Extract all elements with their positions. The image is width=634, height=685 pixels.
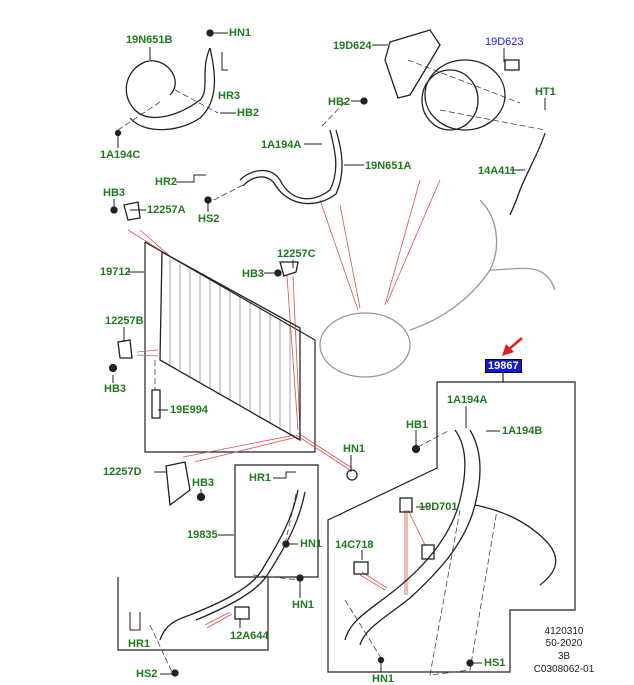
callout-ht1[interactable]: HT1 — [535, 86, 556, 98]
bracket-12257d — [165, 461, 191, 507]
hose-19n651b — [125, 47, 216, 131]
red-arrow-icon — [502, 337, 523, 356]
callout-hb2[interactable]: HB2 — [237, 107, 260, 119]
callout-1a194a[interactable]: 1A194A — [261, 139, 302, 151]
pipe-assembly-19867 — [344, 429, 557, 646]
callout-hn1-b2[interactable]: HN1 — [292, 599, 315, 611]
bracket-12257a — [123, 201, 141, 221]
sensor-19d701-b — [421, 544, 435, 560]
callout-hn1[interactable]: HN1 — [229, 27, 252, 39]
callout-19n651a[interactable]: 19N651A — [365, 160, 412, 172]
callout-19d624[interactable]: 19D624 — [333, 40, 372, 52]
drier-19e994 — [151, 389, 161, 419]
bracket-12257c — [279, 261, 299, 277]
callout-hs2[interactable]: HS2 — [198, 213, 220, 225]
callout-19e994[interactable]: 19E994 — [170, 404, 208, 416]
callout-hb3-d[interactable]: HB3 — [192, 477, 215, 489]
reference-line-3: 3B — [557, 651, 571, 662]
callout-hr2[interactable]: HR2 — [155, 176, 178, 188]
callout-hb3-a[interactable]: HB3 — [103, 187, 126, 199]
harness-outline — [409, 199, 556, 331]
callout-12257d[interactable]: 12257D — [103, 466, 142, 478]
callout-hr1-top[interactable]: HR1 — [249, 472, 272, 484]
red-leaders — [127, 179, 441, 629]
callout-1a194b[interactable]: 1A194B — [502, 425, 543, 437]
callout-hn1-mid[interactable]: HN1 — [343, 443, 366, 455]
callout-hn1-b1[interactable]: HN1 — [300, 538, 323, 550]
callout-19d623[interactable]: 19D623 — [485, 36, 524, 48]
hose-19835 — [159, 489, 306, 641]
callout-hb3-c[interactable]: HB3 — [242, 268, 265, 280]
callout-hb2-mid[interactable]: HB2 — [328, 96, 351, 108]
callout-hs2-bottom[interactable]: HS2 — [136, 668, 158, 680]
callout-hb3-b[interactable]: HB3 — [104, 383, 127, 395]
callout-19712[interactable]: 19712 — [100, 266, 131, 278]
callout-14c718[interactable]: 14C718 — [335, 539, 374, 551]
callout-19867-selected[interactable]: 19867 — [485, 359, 522, 373]
callout-12257b[interactable]: 12257B — [105, 315, 144, 327]
callout-19835[interactable]: 19835 — [187, 529, 218, 541]
bracket-12257b — [117, 339, 133, 359]
engine-outline — [319, 312, 411, 378]
hose-14a411 — [509, 132, 546, 216]
callout-19n651b[interactable]: 19N651B — [126, 34, 173, 46]
callout-12257a[interactable]: 12257A — [147, 204, 186, 216]
callout-14a411[interactable]: 14A411 — [478, 165, 516, 177]
reference-line-4: C0308062-01 — [533, 664, 595, 675]
condenser-19712 — [159, 250, 301, 442]
hose-19n651a — [239, 129, 343, 205]
callout-hb1[interactable]: HB1 — [406, 419, 429, 431]
frame-19835 — [117, 464, 319, 651]
callout-12a644[interactable]: 12A644 — [230, 630, 269, 642]
callout-1a194a-right[interactable]: 1A194A — [447, 394, 488, 406]
valve-14c718 — [353, 561, 369, 575]
condenser-fins — [169, 258, 291, 436]
sensor-12a644 — [234, 606, 250, 620]
callout-hr3[interactable]: HR3 — [218, 90, 241, 102]
callout-12257c[interactable]: 12257C — [277, 248, 316, 260]
callout-hn1-b3[interactable]: HN1 — [372, 673, 395, 685]
callout-leaders — [112, 32, 546, 675]
frame-19867 — [327, 381, 576, 673]
reference-line-2: 50-2020 — [545, 638, 583, 649]
compressor-19d623 — [424, 59, 506, 131]
callout-19d701[interactable]: 19D701 — [419, 501, 458, 513]
sensor-19d701-a — [399, 497, 413, 513]
callout-1a194c[interactable]: 1A194C — [100, 149, 141, 161]
assembly-lines — [117, 59, 546, 676]
frame-condenser — [144, 242, 316, 453]
bracket-19d624 — [384, 29, 441, 99]
reference-line-1: 4120310 — [544, 626, 584, 637]
callout-hs1[interactable]: HS1 — [484, 657, 506, 669]
callout-hr1-bottom[interactable]: HR1 — [128, 638, 151, 650]
